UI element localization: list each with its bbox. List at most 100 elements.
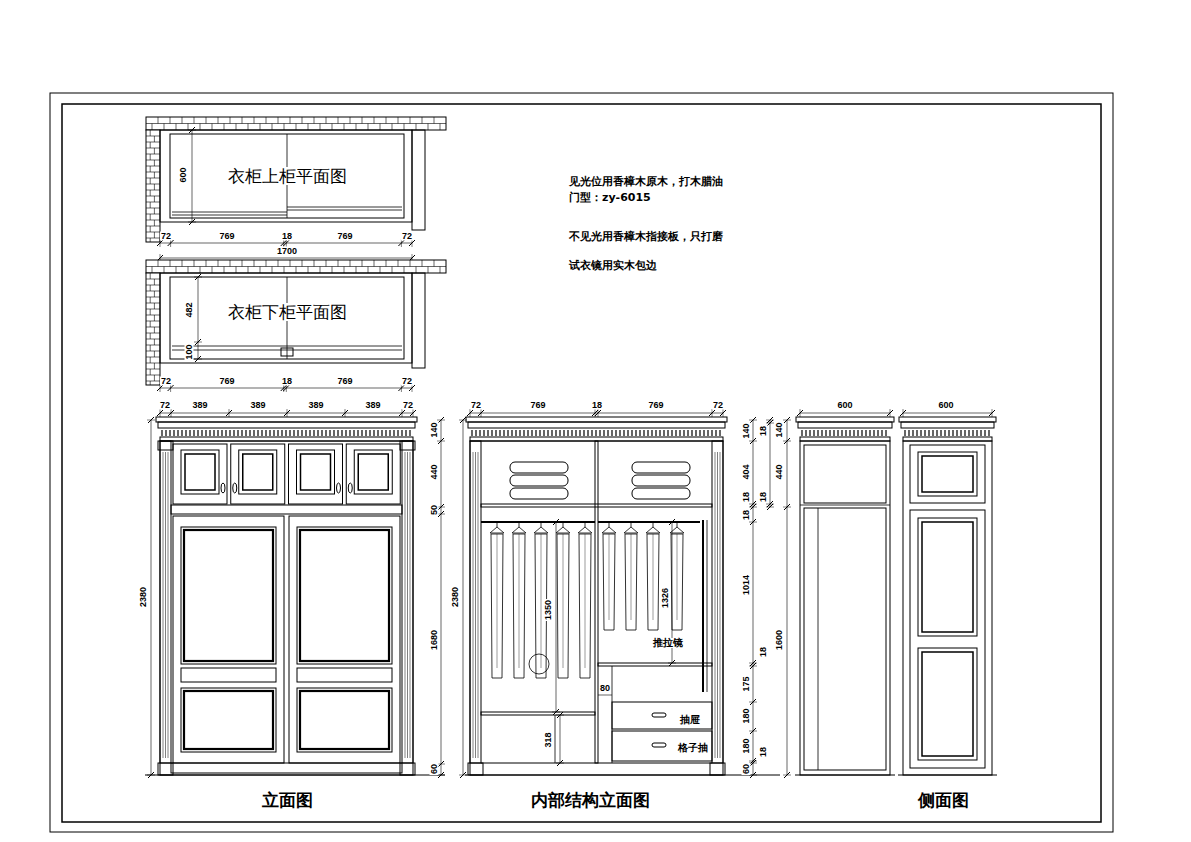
dimension-tick xyxy=(784,417,790,423)
brick-joint xyxy=(154,303,155,309)
dentil xyxy=(639,430,640,436)
dentil xyxy=(801,430,802,436)
door-handle xyxy=(348,483,352,493)
drawer-handle xyxy=(652,713,666,717)
folded-towel xyxy=(510,488,568,499)
brick-joint xyxy=(150,369,151,375)
upper-door xyxy=(289,444,343,504)
dimension-tick xyxy=(226,410,232,416)
cornice-moulding xyxy=(158,422,415,428)
brick-joint xyxy=(146,327,160,328)
cabinet-body xyxy=(470,441,723,775)
flute xyxy=(473,452,474,758)
brick-joint xyxy=(416,124,417,131)
door-panel xyxy=(181,688,276,752)
brick-wall xyxy=(146,260,446,273)
dimension: 769 xyxy=(218,232,235,241)
dentil xyxy=(535,430,536,436)
dimension: 1350 xyxy=(544,599,553,621)
brick-joint xyxy=(150,273,151,279)
dentil xyxy=(487,430,488,436)
part-name: 抽屉 xyxy=(679,715,701,725)
brick-joint xyxy=(150,226,151,232)
dentil xyxy=(221,430,222,436)
brick-joint xyxy=(350,260,351,267)
brick-joint xyxy=(422,260,423,267)
dimension: 18 xyxy=(281,377,293,386)
dentil xyxy=(265,430,266,436)
brick-joint xyxy=(182,260,183,267)
dimension: 18 xyxy=(742,509,751,521)
side-body xyxy=(903,441,992,775)
dentil xyxy=(289,430,290,436)
dimension-tick xyxy=(410,410,416,416)
side-body xyxy=(800,441,890,775)
side-panel xyxy=(412,130,425,230)
dentil xyxy=(952,430,953,436)
brick-joint xyxy=(344,267,345,274)
dentil xyxy=(869,430,870,436)
dentil xyxy=(932,430,933,436)
dentil xyxy=(968,430,969,436)
dentil xyxy=(809,430,810,436)
dimension: 389 xyxy=(191,401,208,410)
plinth-block xyxy=(710,763,725,775)
dentil xyxy=(281,430,282,436)
dimension: 18 xyxy=(759,491,768,503)
dentil xyxy=(551,430,552,436)
lower-door xyxy=(289,516,400,763)
brick-joint xyxy=(308,267,309,274)
detail-circle xyxy=(529,654,549,674)
dimension-tick xyxy=(168,240,174,246)
dentil xyxy=(707,430,708,436)
lower-door xyxy=(910,510,985,768)
dentil xyxy=(603,430,604,436)
dimension-tick xyxy=(195,356,201,362)
brick-joint xyxy=(380,267,381,274)
dentil xyxy=(277,430,278,436)
dentil xyxy=(483,430,484,436)
sliding-mirror xyxy=(702,520,704,692)
material-note: 见光位用香樟木原木，打木腊油 xyxy=(568,176,724,187)
dentil xyxy=(559,430,560,436)
dimension-tick xyxy=(460,417,466,423)
dimension-line xyxy=(192,130,193,222)
brick-joint xyxy=(212,124,213,131)
extension-line xyxy=(783,441,791,442)
extension-line xyxy=(749,731,757,732)
dentil xyxy=(627,430,628,436)
brick-joint xyxy=(290,117,291,124)
dimension-tick xyxy=(750,519,756,525)
brick-joint xyxy=(154,279,155,285)
brick-joint xyxy=(260,124,261,131)
dimension-line xyxy=(556,522,557,712)
brick-joint xyxy=(146,369,160,370)
dimension-tick xyxy=(557,760,563,766)
plan-title: 衣柜下柜平面图 xyxy=(226,303,349,322)
dentil xyxy=(833,430,834,436)
dimension: 180 xyxy=(742,707,751,724)
brick-joint xyxy=(362,260,363,267)
dimension-tick xyxy=(767,417,773,423)
dimension-tick xyxy=(900,410,906,416)
base xyxy=(171,763,402,773)
dentil xyxy=(940,430,941,436)
brick-joint xyxy=(146,381,160,382)
door-handle xyxy=(337,483,341,493)
dimension-line xyxy=(470,413,723,414)
dentil xyxy=(631,430,632,436)
sliding-mirror xyxy=(707,520,708,692)
cornice-base xyxy=(470,437,723,441)
dentil xyxy=(527,430,528,436)
door-handle xyxy=(221,483,225,493)
door-panel xyxy=(918,648,977,760)
dimension-tick xyxy=(767,501,773,507)
dimension: 18 xyxy=(742,491,751,503)
extension-line xyxy=(800,409,801,417)
extension-line xyxy=(194,342,202,343)
brick-joint xyxy=(212,267,213,274)
brick-joint xyxy=(146,214,160,215)
extension-line xyxy=(147,420,155,421)
brick-joint xyxy=(150,214,151,220)
dentil xyxy=(691,430,692,436)
